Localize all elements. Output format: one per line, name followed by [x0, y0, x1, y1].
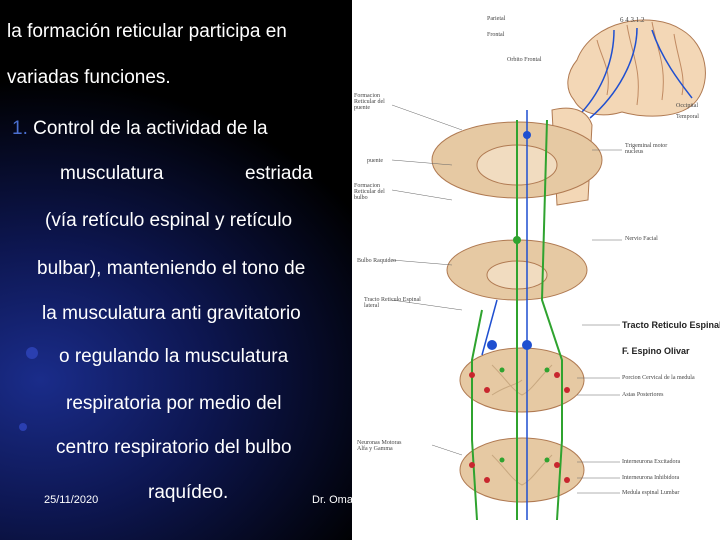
label-neuronas-motoras: Neuronas Motoras Alfa y Gamma [357, 440, 402, 452]
label-puente: puente [367, 158, 383, 164]
neuron-body [522, 340, 532, 350]
label-tracto-lateral: Tracto Reticulo Espinal lateral [364, 297, 421, 309]
text-line-4: musculatura [60, 163, 164, 184]
label-bulbo-raquideo: Bulbo Raquideo [357, 258, 397, 264]
label-trigeminal: Trigeminal motor nucleus [625, 143, 668, 155]
label-interneurona-inhibidora: Interneurona Inhibidora [622, 475, 680, 481]
label-frontal: Frontal [487, 32, 505, 38]
neuron-body [523, 131, 531, 139]
label-formacion-puente: Formacion Reticular del puente [354, 93, 385, 111]
label-nervio-facial: Nervio Facial [625, 236, 658, 242]
bullet-number: 1. [12, 118, 28, 139]
motor-tract-blue [581, 27, 693, 119]
text-line-3: Control de la actividad de la [33, 118, 268, 139]
text-line-8: la musculatura anti gravitatorio [42, 303, 301, 324]
decorative-dot [26, 347, 38, 359]
neuroanatomy-figure: Parietal Frontal Orbito Frontal 6 4 3.1.… [352, 0, 720, 540]
text-line-6: (vía retículo espinal y retículo [45, 210, 293, 231]
label-interneurona-excitadora: Interneurona Excitadora [622, 459, 681, 465]
interneurons [499, 367, 550, 463]
bullet-item-1: 1. Control de la actividad de la [12, 118, 268, 140]
footer-author: Dr. Omar [312, 494, 357, 506]
label-orbito-frontal: Orbito Frontal [507, 57, 542, 63]
lumbar-cord-section [459, 437, 585, 503]
label-occipital: Occipital [676, 103, 698, 109]
label-tracto-espinal: Tracto Reticulo Espinal [622, 320, 720, 330]
footer-date: 25/11/2020 [44, 494, 99, 506]
label-medula-lumbar: Medula espinal Lumbar [622, 490, 680, 496]
reticulospinal-tract-blue [481, 110, 528, 520]
text-line-11: centro respiratorio del bulbo [56, 437, 292, 458]
motor-neurons [469, 372, 570, 483]
label-parietal: Parietal [487, 16, 506, 22]
neuron-body [513, 236, 521, 244]
decorative-dot [19, 423, 27, 431]
text-line-12: raquídeo. [148, 482, 229, 503]
label-astas-posteriores: Astas Posteriores [622, 392, 664, 398]
text-line-9: o regulando la musculatura [59, 346, 289, 367]
label-porcion-cervical: Porcion Cervical de la medula [622, 375, 695, 381]
label-area-numbers: 6 4 3.1.2 [620, 16, 645, 24]
label-temporal: Temporal [676, 114, 699, 120]
text-line-1: la formación reticular participa en [7, 21, 287, 42]
text-line-10: respiratoria por medio del [66, 393, 282, 414]
reticular-pathways-illustration [391, 19, 706, 521]
text-line-2: variadas funciones. [7, 67, 171, 88]
text-line-5: estriada [245, 163, 313, 184]
label-formacion-bulbo: Formacion Reticular del bulbo [354, 183, 385, 201]
neuron-body [487, 340, 497, 350]
label-espino-olivar: F. Espino Olivar [622, 346, 690, 356]
reticulospinal-tract-green [471, 119, 563, 521]
text-line-7: bulbar), manteniendo el tono de [37, 258, 306, 279]
